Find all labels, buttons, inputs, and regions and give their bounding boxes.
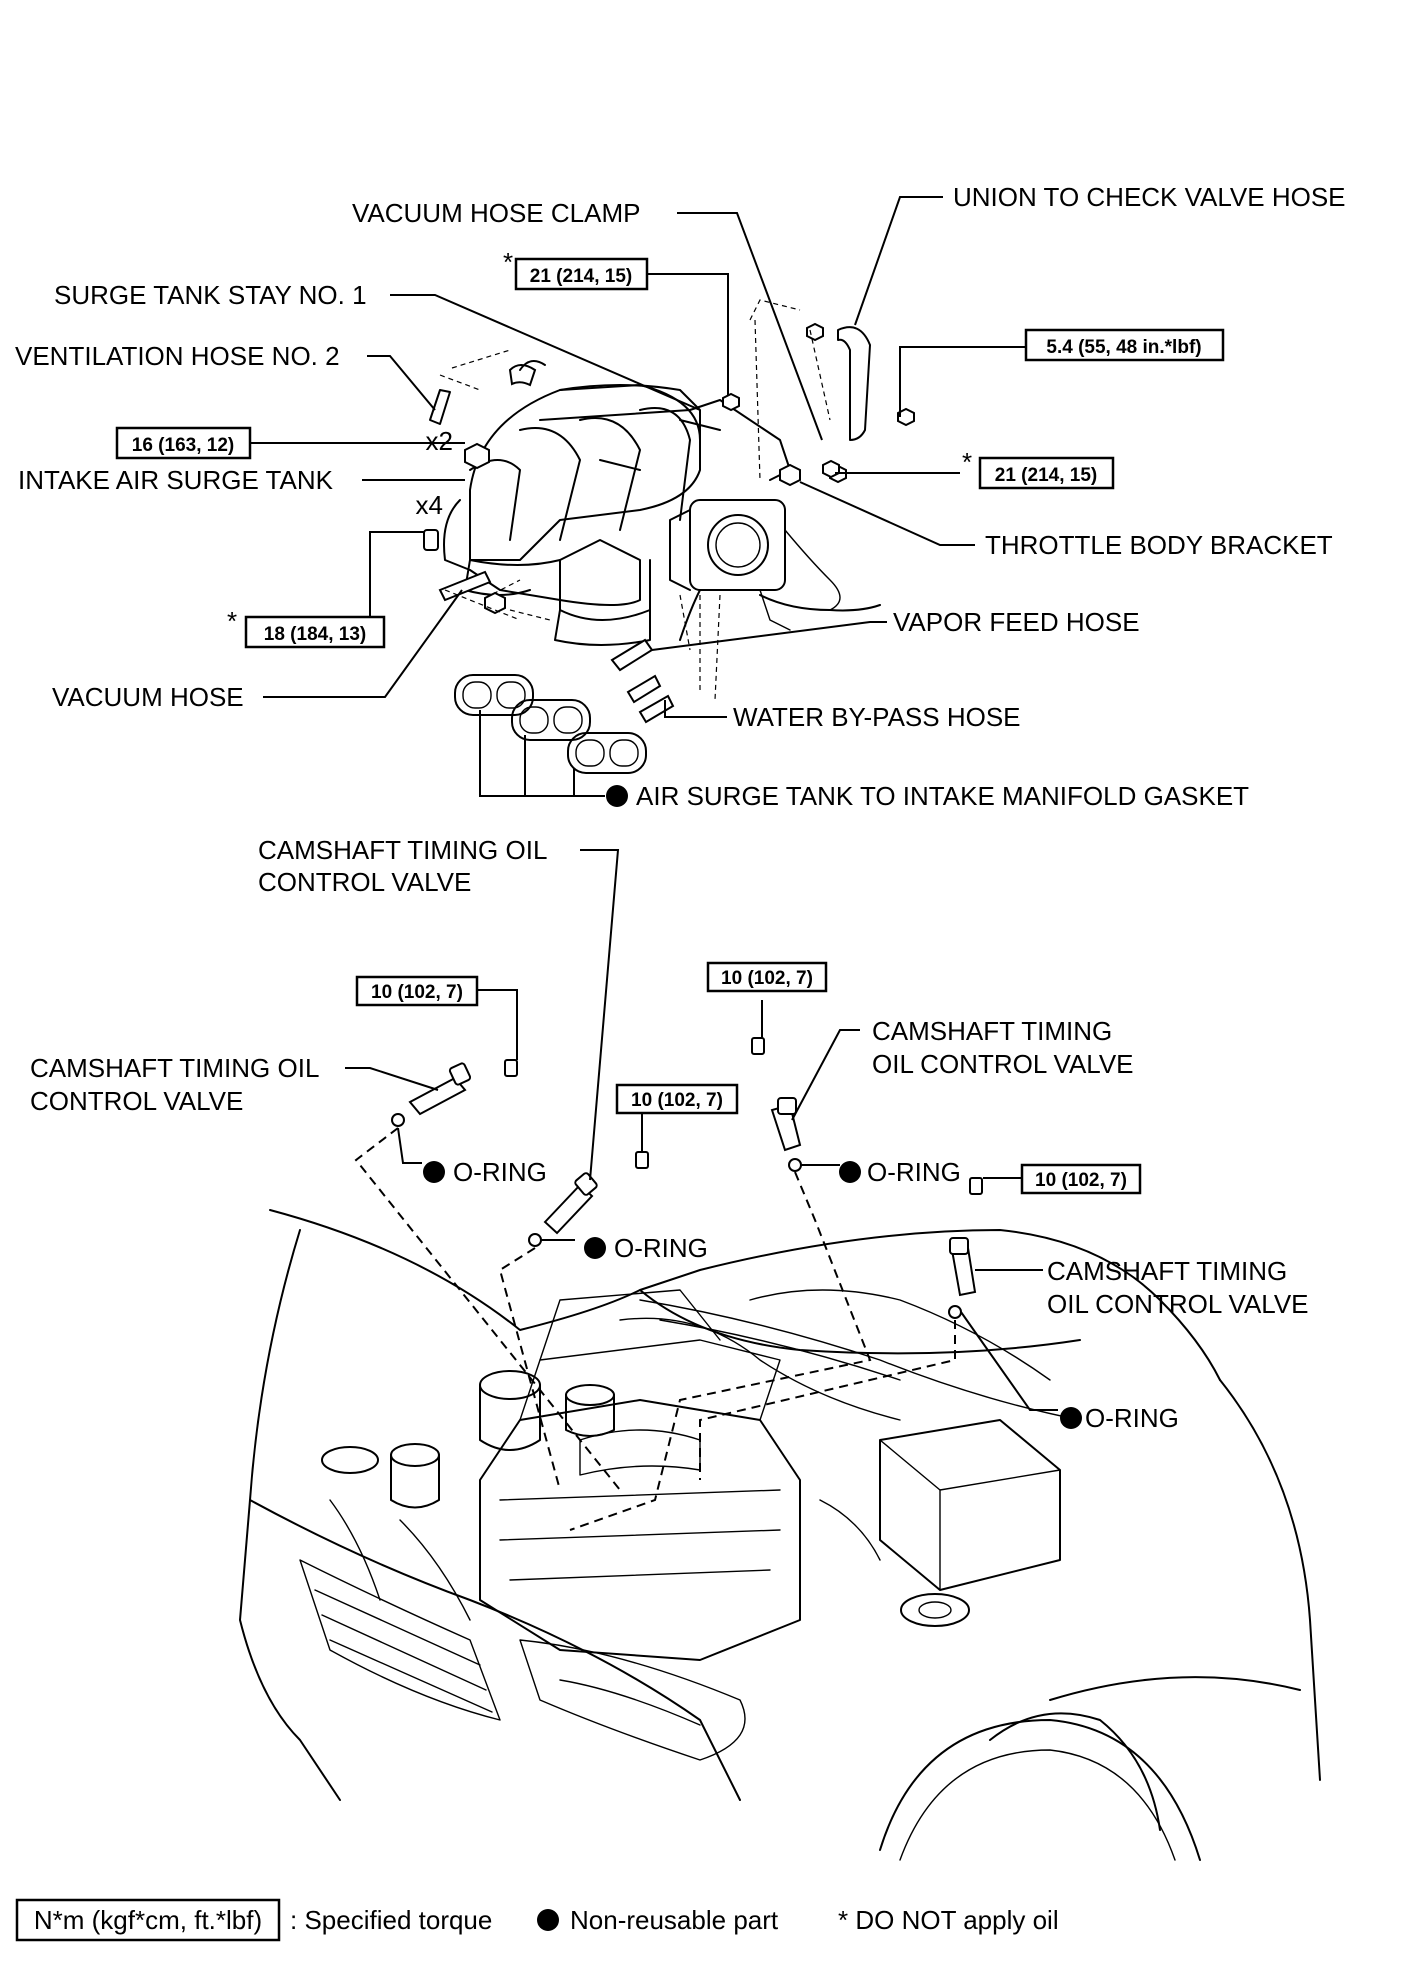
label-oring-right: O-RING: [1085, 1403, 1179, 1433]
torque-box: [1020, 1163, 1142, 1195]
torque-21-right: 21 (214, 15): [995, 465, 1097, 486]
nut-icon: [722, 392, 740, 412]
legend: N*m (kgf*cm, ft.*lbf) : Specified torque…: [15, 1898, 1059, 1942]
nut-icon: [464, 442, 490, 470]
gaskets: [454, 674, 647, 774]
label-vacuum-hose-clamp: VACUUM HOSE CLAMP: [352, 198, 640, 228]
label-ocv-mid-2: OIL CONTROL VALVE: [872, 1049, 1134, 1079]
torque-10-c: 10 (102, 7): [721, 968, 813, 989]
torque-spec-boxes: 21 (214, 15) * 5.4 (55, 48 in.*lbf) 16 (…: [115, 247, 1225, 1195]
torque-box: [244, 615, 386, 649]
label-throttle-body-bracket: THROTTLE BODY BRACKET: [985, 530, 1333, 560]
non-reusable-icon: [584, 1237, 606, 1259]
label-oring-middle: O-RING: [614, 1233, 708, 1263]
torque-box: [355, 975, 479, 1007]
part-labels: UNION TO CHECK VALVE HOSE VACUUM HOSE CL…: [15, 182, 1346, 1433]
no-oil-mark: *: [962, 447, 972, 477]
legend-torque-unit: N*m (kgf*cm, ft.*lbf): [34, 1905, 262, 1935]
label-ocv-top-2: CONTROL VALVE: [258, 867, 471, 897]
non-reusable-icon: [537, 1909, 559, 1931]
torque-16: 16 (163, 12): [132, 435, 234, 456]
label-oring-mid-right: O-RING: [867, 1157, 961, 1187]
nut-icon: [779, 463, 801, 487]
label-ocv-right-2: OIL CONTROL VALVE: [1047, 1289, 1309, 1319]
torque-box: [615, 1083, 739, 1115]
label-ocv-left-1: CAMSHAFT TIMING OIL: [30, 1053, 319, 1083]
label-water-bypass-hose: WATER BY-PASS HOSE: [733, 702, 1021, 732]
ocv-install-lines: [354, 1127, 956, 1531]
oil-control-valves: [391, 1037, 983, 1319]
torque-box: [115, 426, 252, 460]
torque-box: [1024, 328, 1225, 362]
torque-10-a: 10 (102, 7): [371, 982, 463, 1003]
torque-10-d: 10 (102, 7): [1035, 1170, 1127, 1191]
non-reusable-icon: [606, 785, 628, 807]
label-intake-air-surge-tank: INTAKE AIR SURGE TANK: [18, 465, 334, 495]
bolt-icon: [423, 529, 439, 551]
leader-lines: [250, 196, 1058, 1411]
torque-18: 18 (184, 13): [264, 624, 366, 645]
torque-box: [978, 456, 1115, 490]
label-qty-x2: x2: [426, 426, 453, 456]
torque-21-top: 21 (214, 15): [530, 266, 632, 287]
label-union-check-valve-hose: UNION TO CHECK VALVE HOSE: [953, 182, 1346, 212]
torque-10-b: 10 (102, 7): [631, 1090, 723, 1111]
label-vapor-feed-hose: VAPOR FEED HOSE: [893, 607, 1140, 637]
label-oring-left: O-RING: [453, 1157, 547, 1187]
torque-box: [706, 961, 828, 993]
torque-5-4: 5.4 (55, 48 in.*lbf): [1046, 337, 1201, 358]
non-reusable-icon: [423, 1161, 445, 1183]
label-surge-tank-stay: SURGE TANK STAY NO. 1: [54, 280, 367, 310]
non-reusable-icon: [839, 1161, 861, 1183]
label-ocv-top-1: CAMSHAFT TIMING OIL: [258, 835, 547, 865]
no-oil-mark: *: [227, 606, 237, 636]
intake-surge-tank-illustration: [429, 326, 881, 724]
fasteners: [423, 322, 915, 615]
legend-nonreusable: Non-reusable part: [570, 1905, 779, 1935]
nut-icon: [822, 459, 840, 479]
no-oil-mark: *: [503, 247, 513, 277]
vehicle-engine-bay-illustration: [239, 1209, 1321, 1861]
nut-icon: [897, 407, 915, 427]
label-ventilation-hose: VENTILATION HOSE NO. 2: [15, 341, 340, 371]
clamp-icon: [806, 322, 824, 342]
legend-torque-box: [15, 1898, 281, 1942]
torque-box: [514, 257, 649, 291]
label-ocv-left-2: CONTROL VALVE: [30, 1086, 243, 1116]
label-vacuum-hose: VACUUM HOSE: [52, 682, 244, 712]
label-qty-x4: x4: [416, 490, 443, 520]
legend-torque-desc: : Specified torque: [290, 1905, 492, 1935]
label-ocv-mid-1: CAMSHAFT TIMING: [872, 1016, 1112, 1046]
legend-no-oil: * DO NOT apply oil: [838, 1905, 1059, 1935]
label-ocv-right-1: CAMSHAFT TIMING: [1047, 1256, 1287, 1286]
label-gasket: AIR SURGE TANK TO INTAKE MANIFOLD GASKET: [636, 781, 1249, 811]
non-reusable-icon: [1060, 1407, 1082, 1429]
